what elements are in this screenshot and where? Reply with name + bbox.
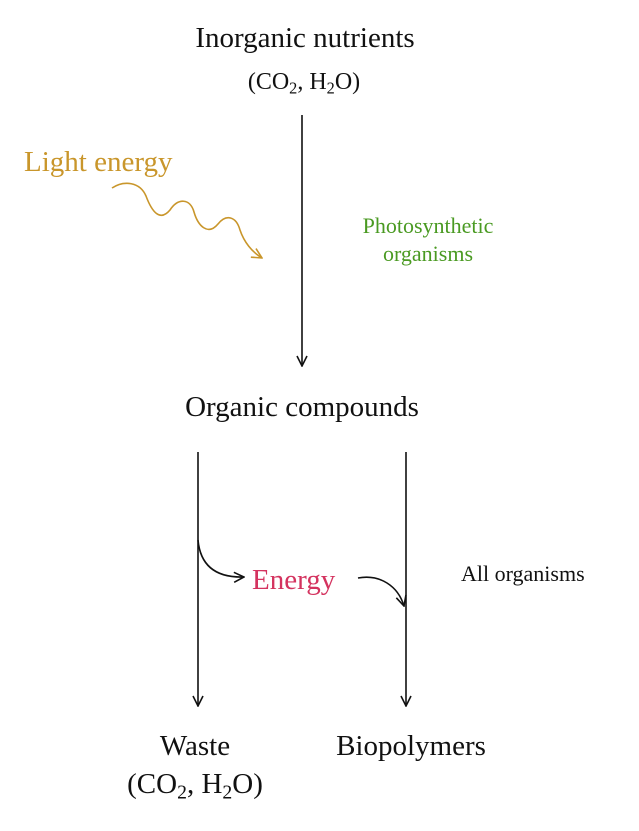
arrow-energy-to-biopolymers [357, 576, 404, 606]
waste-formula: (CO2, H2O) [127, 768, 263, 804]
biopolymers-label: Biopolymers [336, 730, 486, 762]
arrow-to-energy [197, 539, 244, 577]
inorganic-nutrients-label: Inorganic nutrients [195, 22, 415, 54]
light-energy-label: Light energy [24, 146, 173, 178]
light-wave-arrow [111, 182, 262, 258]
organic-compounds-label: Organic compounds [185, 391, 419, 423]
photosynthetic-organisms-label: Photosynthetic organisms [362, 213, 494, 266]
energy-label: Energy [252, 564, 336, 596]
all-organisms-label: All organisms [461, 561, 585, 586]
inorganic-nutrients-formula: (CO2, H2O) [247, 69, 361, 98]
waste-label: Waste [159, 730, 231, 762]
